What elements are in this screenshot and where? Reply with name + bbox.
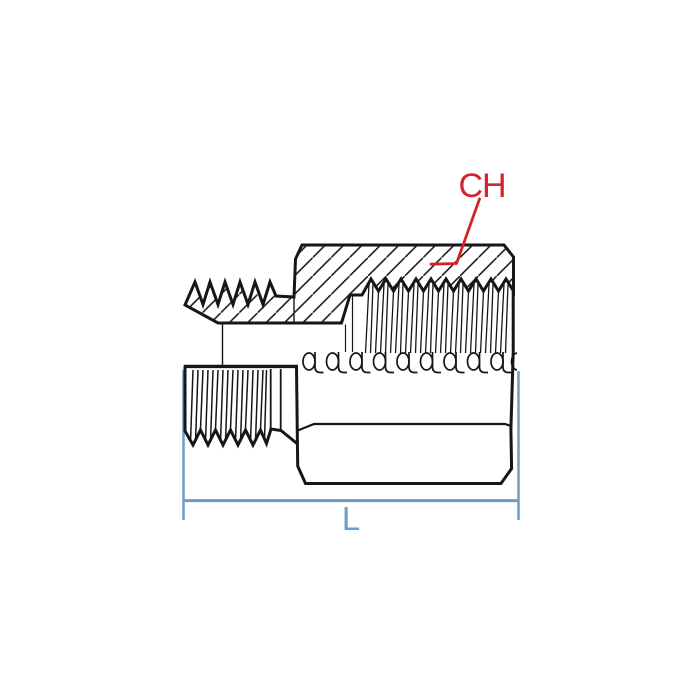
thread-flank-line xyxy=(494,291,500,354)
thread-flank-line xyxy=(424,283,430,354)
thread-root-curl-tail xyxy=(361,352,371,374)
thread-flank-line xyxy=(254,369,259,443)
thread-flank-line xyxy=(194,369,199,443)
thread-flank-line xyxy=(399,283,404,354)
thread-flank-line xyxy=(384,283,389,354)
thread-flank-line xyxy=(374,291,380,354)
thread-flank-line xyxy=(414,283,419,354)
sectioned-body-outline xyxy=(183,243,515,325)
thread-flank-line xyxy=(484,283,490,354)
hex-corner-line xyxy=(297,422,512,432)
thread-root-curl-tail xyxy=(314,352,324,374)
thread-root-curl-tail xyxy=(527,352,536,373)
thread-root-curl-tail xyxy=(478,352,488,374)
thread-flank-line xyxy=(429,283,434,354)
thread-flank-line xyxy=(204,369,209,443)
thread-root-curl xyxy=(490,352,504,371)
thread-flank-line xyxy=(404,291,410,354)
thread-flank-line xyxy=(499,283,505,354)
thread-root-curl xyxy=(443,352,457,371)
thread-root-curl xyxy=(349,352,363,371)
thread-root-curl-tail xyxy=(502,352,512,374)
thread-flank-line xyxy=(244,369,249,430)
thread-root-curl xyxy=(372,352,387,371)
ch-label: CH xyxy=(458,167,505,205)
thread-flank-line xyxy=(389,291,395,354)
thread-flank-line xyxy=(489,283,494,354)
ch-leader-line xyxy=(429,197,481,266)
thread-flank-line xyxy=(444,283,449,354)
thread-flank-line xyxy=(394,283,400,354)
thread-flank-line xyxy=(464,291,470,354)
thread-root-curl xyxy=(466,352,481,371)
thread-flank-line xyxy=(439,283,445,354)
thread-flank-line xyxy=(219,369,224,443)
thread-flank-line xyxy=(229,369,234,430)
female-thread-flanks xyxy=(364,283,509,354)
thread-flank-line xyxy=(459,283,464,354)
thread-root-curl-tail xyxy=(455,352,465,374)
thread-flank-line xyxy=(409,283,415,354)
thread-flank-line xyxy=(199,369,204,430)
fitting-body xyxy=(183,243,536,485)
thread-flank-line xyxy=(259,369,264,430)
thread-root-curl-tail xyxy=(408,352,418,374)
thread-flank-line xyxy=(379,283,385,354)
thread-flank-line xyxy=(214,369,219,430)
hex-body-outline xyxy=(295,288,515,485)
thread-flank-line xyxy=(419,291,425,354)
thread-flank-line xyxy=(449,291,455,354)
thread-root-curl xyxy=(419,352,434,371)
thread-flank-line xyxy=(263,369,268,442)
thread-root-curls xyxy=(302,352,536,374)
thread-flank-line xyxy=(454,283,460,354)
thread-flank-line xyxy=(474,283,479,354)
thread-flank-line xyxy=(469,283,475,354)
thread-flank-line xyxy=(224,369,229,443)
male-thread-external-outline xyxy=(183,366,298,449)
thread-root-curl xyxy=(396,352,410,371)
thread-root-curl-tail xyxy=(337,352,347,374)
thread-root-curl xyxy=(325,352,340,371)
ch-annotation: CH xyxy=(429,167,507,266)
thread-root-curl-tail xyxy=(384,352,394,374)
length-dimension: L xyxy=(182,370,520,537)
thread-flank-line xyxy=(189,369,194,443)
thread-flank-line xyxy=(434,291,440,354)
bore-lines xyxy=(221,296,354,365)
thread-flank-line xyxy=(249,369,254,443)
thread-flank-line xyxy=(239,369,244,443)
length-label: L xyxy=(342,500,360,537)
thread-flank-line xyxy=(369,283,374,354)
thread-flank-line xyxy=(479,291,485,354)
thread-root-curl xyxy=(302,352,316,371)
thread-flank-line xyxy=(234,369,239,443)
thread-flank-line xyxy=(504,283,509,354)
thread-root-curl-tail xyxy=(431,352,441,374)
male-thread-flanks xyxy=(189,369,268,443)
thread-flank-line xyxy=(364,283,370,354)
thread-flank-line xyxy=(209,369,214,443)
thread-neck xyxy=(269,369,282,430)
